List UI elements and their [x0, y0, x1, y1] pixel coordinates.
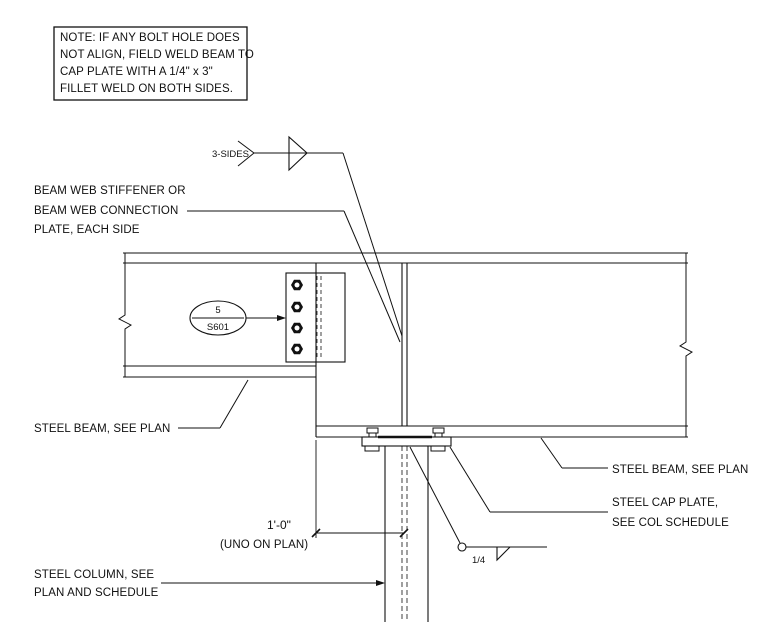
cap-bolt-icon	[364, 427, 380, 452]
stiffener-callout: BEAM WEB STIFFENER OR BEAM WEB CONNECTIO…	[34, 185, 401, 343]
break-line	[118, 253, 132, 377]
cap-plate-callout: STEEL CAP PLATE, SEE COL SCHEDULE	[449, 446, 729, 529]
bolt-icon	[291, 343, 303, 355]
note-line: NOTE: IF ANY BOLT HOLE DOES	[60, 32, 240, 44]
callout-line: STEEL BEAM, SEE PLAN	[34, 423, 170, 435]
callout-line: STEEL CAP PLATE,	[612, 497, 718, 509]
dimension-value: 1'-0"	[267, 518, 291, 532]
note-box	[53, 26, 248, 101]
steel-column	[384, 446, 429, 622]
section-sheet: S601	[207, 322, 229, 333]
break-line	[679, 253, 693, 437]
beam-left-callout: STEEL BEAM, SEE PLAN	[34, 379, 249, 435]
dimension-note: (UNO ON PLAN)	[220, 539, 308, 551]
fillet-weld-icon	[288, 135, 308, 172]
dimension: 1'-0" (UNO ON PLAN)	[220, 440, 409, 551]
weld-tail-text: 3-SIDES	[212, 149, 249, 160]
weld-symbol: 3-SIDES	[212, 135, 403, 337]
arrowhead-icon	[376, 580, 385, 586]
right-beam	[315, 252, 693, 438]
callout-line: BEAM WEB STIFFENER OR	[34, 185, 186, 197]
note-line: FILLET WELD ON BOTH SIDES.	[60, 83, 233, 95]
fillet-weld-icon	[496, 546, 511, 562]
callout-line: PLATE, EACH SIDE	[34, 224, 140, 236]
callout-line: PLAN AND SCHEDULE	[34, 587, 159, 599]
left-beam	[118, 252, 316, 378]
callout-line: BEAM WEB CONNECTION	[34, 205, 178, 217]
arrowhead-icon	[277, 315, 286, 321]
column-callout: STEEL COLUMN, SEE PLAN AND SCHEDULE	[34, 569, 385, 599]
note-line: CAP PLATE WITH A 1/4" x 3"	[60, 66, 213, 78]
callout-line: STEEL BEAM, SEE PLAN	[612, 464, 748, 476]
beam-right-callout: STEEL BEAM, SEE PLAN	[540, 437, 748, 476]
general-note: NOTE: IF ANY BOLT HOLE DOES NOT ALIGN, F…	[53, 26, 254, 101]
weld-all-around-icon	[457, 542, 467, 552]
web-stiffener	[401, 263, 408, 426]
callout-line: STEEL COLUMN, SEE	[34, 569, 154, 581]
bolt-icon	[291, 279, 303, 291]
bolt-icon	[291, 322, 303, 334]
fillet-weld-callout: 1/4	[409, 446, 547, 566]
section-tag: 5 S601	[189, 300, 286, 336]
section-number: 5	[215, 305, 220, 316]
cap-plate	[361, 427, 452, 452]
weld-size-text: 1/4	[472, 555, 485, 566]
note-line: NOT ALIGN, FIELD WELD BEAM TO	[60, 49, 254, 61]
bolt-icon	[291, 301, 303, 313]
cap-bolt-icon	[430, 427, 446, 452]
weld-leader	[342, 152, 403, 337]
callout-line: SEE COL SCHEDULE	[612, 517, 729, 529]
